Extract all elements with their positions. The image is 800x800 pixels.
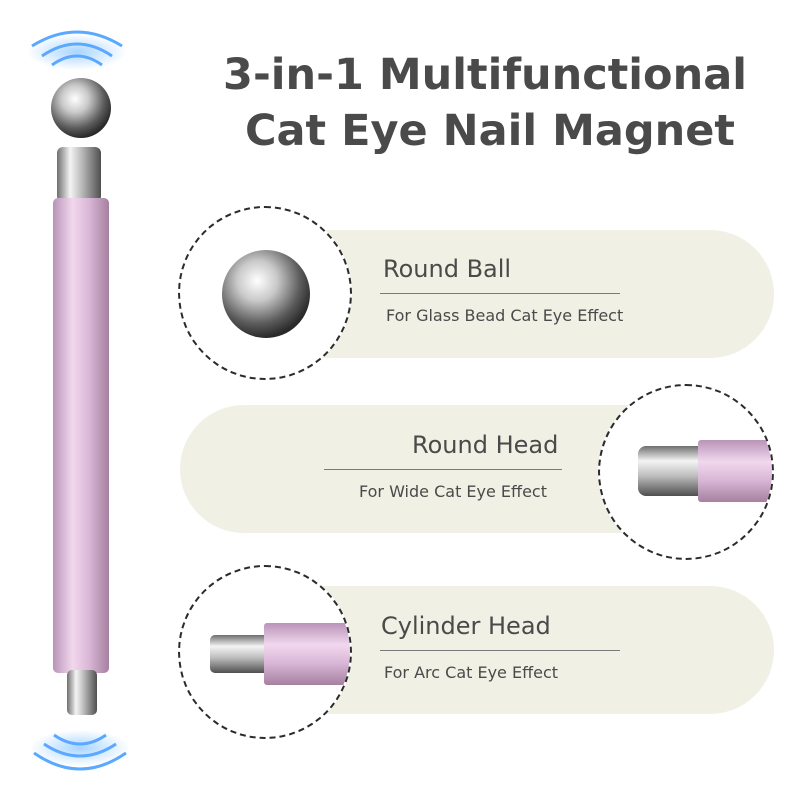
feature-title-round-ball: Round Ball (383, 255, 512, 283)
feature-title-round-head: Round Head (412, 431, 559, 459)
magnetic-wave-bottom-icon (30, 730, 130, 771)
feature-title-cylinder-head: Cylinder Head (381, 612, 551, 640)
ball-head-icon (222, 250, 310, 338)
feature-divider (380, 650, 620, 651)
feature-divider (380, 293, 620, 294)
product-illustration (20, 20, 140, 780)
cylinder-head-icon (210, 623, 350, 685)
feature-divider (324, 469, 562, 470)
feature-description-round-head: For Wide Cat Eye Effect (359, 482, 547, 501)
round-head-icon (638, 440, 772, 502)
magnetic-wave-top-icon (27, 30, 127, 70)
feature-image-cylinder-head (178, 565, 352, 739)
feature-description-round-ball: For Glass Bead Cat Eye Effect (386, 306, 624, 325)
feature-image-round-ball (178, 206, 352, 380)
magnet-body (53, 198, 109, 673)
headline-line-2: Cat Eye Nail Magnet (244, 106, 735, 156)
headline-line-1: 3-in-1 Multifunctional (223, 50, 747, 100)
feature-image-round-head (598, 384, 774, 560)
feature-description-cylinder-head: For Arc Cat Eye Effect (384, 663, 559, 682)
ball-tip-icon (51, 78, 111, 138)
